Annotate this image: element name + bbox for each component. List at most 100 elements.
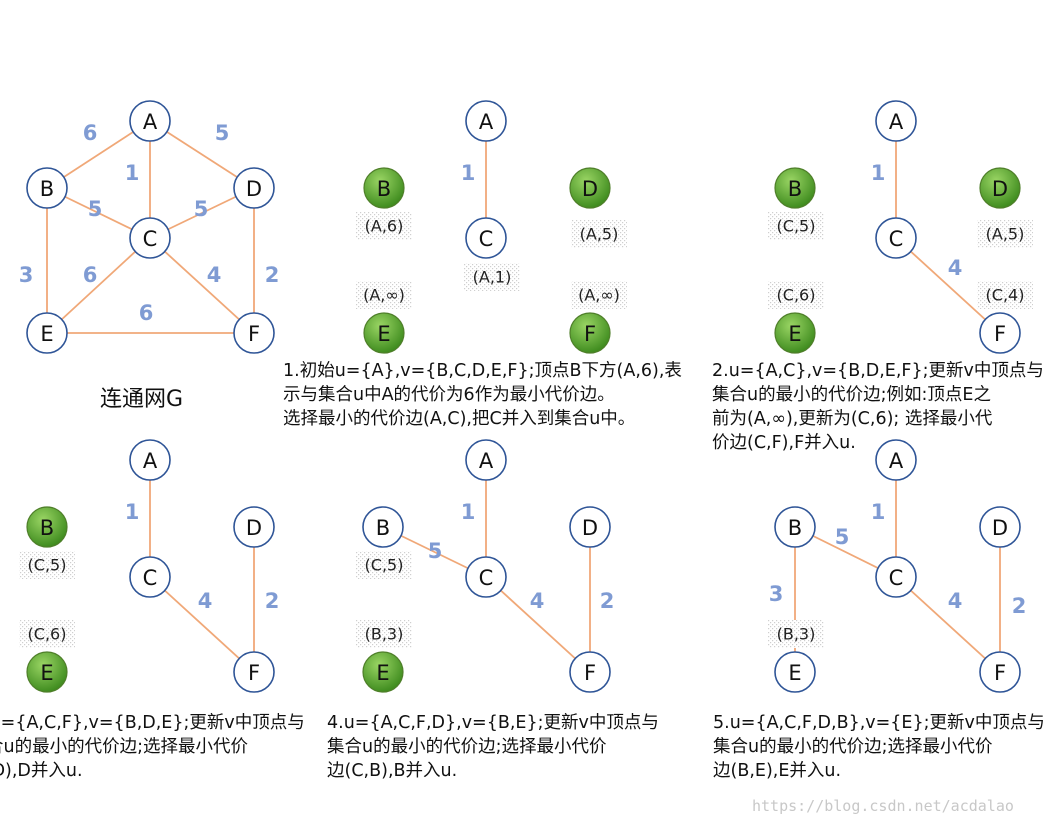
node-label-C: C [143,566,158,590]
node-A [875,100,917,142]
node-label-F: F [584,322,596,346]
edge-C-F [149,237,255,334]
cost-label-box [19,620,75,648]
edge-weight-C-F: 4 [207,263,222,287]
caption-line: ,D),D并入u. [0,761,83,781]
edge-weight-A-C: 1 [125,161,140,185]
edge-weight-C-F: 4 [198,589,213,613]
node-B [774,506,816,548]
caption-line: 示与集合u中A的代价为6作为最小代价边。 [283,385,615,405]
node-A [129,439,171,481]
node-label-E: E [788,661,801,685]
caption-line: 前为(A,∞),更新为(C,6); 选择最小代 [712,409,993,429]
graph-title: 连通网G [100,387,184,412]
node-label-D: D [246,177,262,201]
caption-line: =={A,C,F},v={B,D,E};更新v中顶点与 [0,713,305,733]
node-E [774,312,816,354]
node-label-B: B [376,516,390,540]
node-C [129,556,171,598]
cost-label-box [768,620,824,648]
node-F [979,651,1021,693]
edge-weight-D-F: 2 [265,589,280,613]
node-E [362,651,404,693]
node-F [233,651,275,693]
node-label-E: E [377,322,390,346]
edge-C-F [149,576,255,673]
edge-C-F [485,576,591,673]
node-label-B: B [788,177,802,201]
node-F [233,312,275,354]
caption-step-4: 4.u={A,C,F,D},v={B,E};更新v中顶点与 集合u的最小的代价边… [327,711,659,783]
caption-line: 选择最小的代价边(A,C),把C并入到集合u中。 [283,409,636,429]
edge-weight-C-D: 5 [194,197,209,221]
cost-label: (A,1) [473,268,512,287]
node-A [129,100,171,142]
caption-line: 边(B,E),E并入u. [713,761,842,781]
cost-label-box [356,551,412,579]
edge-weight-A-C: 1 [871,161,886,185]
node-label-E: E [40,322,53,346]
cost-label: (C,5) [28,556,67,575]
edge-weight-B-C: 5 [88,197,103,221]
cost-label-box [571,281,627,309]
node-label-B: B [40,177,54,201]
edge-weight-D-F: 2 [600,589,615,613]
edge-weight-A-C: 1 [461,500,476,524]
node-F [569,651,611,693]
node-C [129,217,171,259]
node-D [233,506,275,548]
cost-label: (C,5) [365,556,404,575]
caption-line: 集合u的最小的代价边;选择最小代价 [327,737,607,757]
cost-label: (B,3) [365,625,404,644]
watermark: https://blog.csdn.net/acdalao [752,797,1014,815]
node-label-C: C [479,227,494,251]
edge-weight-A-D: 5 [215,121,230,145]
edge-weight-A-C: 1 [871,500,886,524]
node-A [465,439,507,481]
node-F [979,312,1021,354]
cost-label-box [768,212,824,240]
cost-label-box [768,281,824,309]
cost-label-box [356,281,412,309]
edge-weight-B-C: 5 [835,525,850,549]
node-label-F: F [248,661,260,685]
node-label-C: C [479,566,494,590]
cost-label: (A,∞) [363,286,405,305]
edge-weight-C-F: 4 [948,589,963,613]
node-D [979,167,1021,209]
cost-label: (A,6) [365,217,404,236]
node-label-D: D [992,177,1008,201]
node-label-C: C [889,566,904,590]
node-D [233,167,275,209]
caption-step-2: 2.u={A,C},v={B,D,E,F};更新v中顶点与 集合u的最小的代价边… [712,359,1044,455]
caption-step-5: 5.u={A,C,F,D,B},v={E};更新v中顶点与 集合u的最小的代价边… [713,711,1045,783]
node-A [465,100,507,142]
node-label-B: B [40,516,54,540]
caption-line: 集合u的最小的代价边;选择最小代价 [713,737,993,757]
caption-line: 价边(C,F),F并入u. [712,433,856,453]
edge-C-F [895,237,1001,334]
edge-weight-B-E: 3 [19,263,34,287]
node-label-E: E [40,661,53,685]
node-B [363,167,405,209]
caption-line: 1.初始u={A},v={B,C,D,E,F};顶点B下方(A,6),表 [283,361,682,381]
node-E [26,312,68,354]
node-label-E: E [788,322,801,346]
cost-label: (C,4) [986,286,1025,305]
cost-label: (C,5) [777,217,816,236]
edge-weight-C-F: 4 [530,589,545,613]
node-C [465,217,507,259]
caption-line: 边(C,B),B并入u. [327,761,458,781]
node-E [774,651,816,693]
node-label-D: D [582,516,598,540]
node-label-F: F [584,661,596,685]
edge-weight-C-F: 4 [948,256,963,280]
node-label-E: E [376,661,389,685]
node-label-B: B [377,177,391,201]
node-label-A: A [479,110,494,134]
edge-weight-A-C: 1 [125,500,140,524]
node-label-A: A [889,110,904,134]
cost-label: (A,5) [986,225,1025,244]
node-E [26,651,68,693]
edge-weight-B-C: 5 [428,539,443,563]
